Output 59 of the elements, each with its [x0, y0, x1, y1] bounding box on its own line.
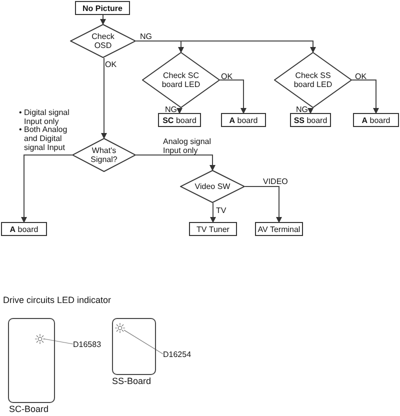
process-box	[75, 1, 130, 15]
decision-diamond	[274, 52, 352, 108]
board-label: SS-Board	[112, 377, 152, 386]
circuit-board-outline	[8, 318, 55, 403]
node-text: A board	[10, 224, 38, 234]
edge-label: VIDEO	[263, 177, 288, 186]
leader-line	[124, 330, 164, 354]
part-label: D16254	[163, 350, 192, 358]
edge-label: TV	[216, 206, 226, 215]
process-box	[221, 113, 266, 127]
arrow	[308, 108, 314, 114]
decision-diamond	[142, 52, 220, 108]
process-box	[158, 113, 201, 127]
part-label: D16583	[73, 340, 102, 348]
process-box	[255, 222, 303, 236]
edge-label: NG	[140, 32, 152, 41]
arrow	[136, 40, 316, 53]
decision-diamond	[180, 170, 245, 203]
arrow	[220, 80, 246, 114]
edge-label: NG	[165, 105, 177, 114]
node-text: A board	[229, 116, 258, 124]
edge-label: Analog signal Input only	[163, 137, 212, 155]
arrow	[352, 80, 379, 114]
edge-label: OK	[221, 72, 233, 81]
arrow	[210, 202, 216, 223]
circuit-board-outline	[112, 318, 156, 375]
node-text: AV Terminal	[258, 224, 300, 234]
node-text: What's Signal?	[90, 146, 118, 164]
board-label: SC-Board	[9, 405, 49, 414]
node-text: Check SC board LED	[160, 71, 202, 89]
section-heading: Drive circuits LED indicator	[3, 296, 112, 305]
node-text: A board	[362, 116, 390, 124]
bullet-item: • Both Analog and Digital signal Input	[19, 125, 68, 152]
arrow	[176, 108, 182, 114]
process-box	[353, 113, 399, 127]
node-text: SS board	[294, 116, 328, 124]
arrow	[136, 154, 216, 171]
bullet-item: • Digital signal Input only	[19, 108, 70, 126]
process-box	[189, 222, 237, 236]
arrow	[21, 154, 72, 223]
node-text: Video SW	[194, 182, 230, 191]
process-box	[1, 222, 47, 236]
edge-label: OK	[355, 72, 367, 81]
led-icon	[115, 323, 125, 333]
node-text: Check OSD	[90, 32, 116, 50]
led-icon	[35, 334, 45, 344]
node-text: TV Tuner	[196, 224, 230, 234]
process-box	[290, 113, 331, 127]
arrow	[100, 14, 106, 25]
arrow	[244, 186, 282, 223]
node-text: No Picture	[82, 4, 122, 12]
node-text: Check SS board LED	[292, 71, 334, 89]
arrow	[101, 58, 107, 139]
node-text: SC board	[162, 116, 196, 124]
edge-label: OK	[105, 60, 117, 69]
decision-diamond	[72, 138, 136, 172]
decision-diamond	[70, 24, 136, 58]
edge-label: NG	[296, 105, 308, 114]
leader-line	[44, 338, 74, 344]
